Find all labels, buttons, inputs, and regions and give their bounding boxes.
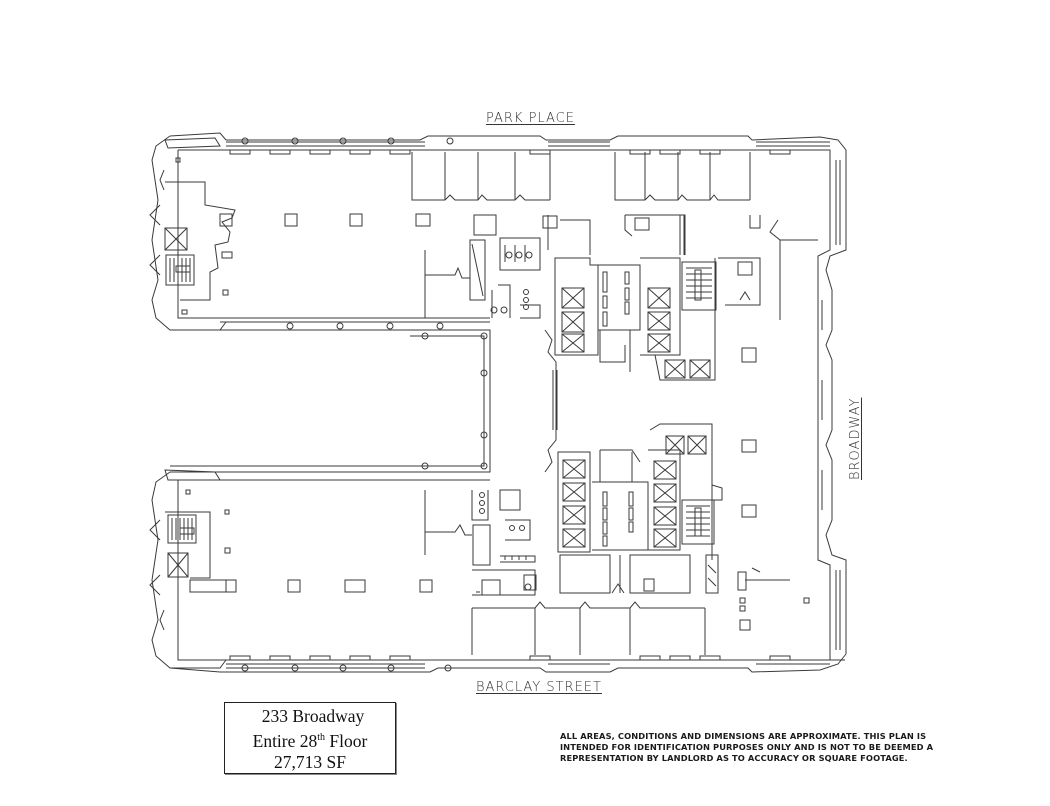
west-facade — [149, 169, 165, 631]
floor-area: 27,713 SF — [274, 752, 346, 772]
north-wing-interior — [164, 152, 818, 320]
north-wing-outline — [151, 132, 847, 331]
street-label-south: BARCLAY STREET — [476, 680, 602, 695]
south-wing-outline — [151, 469, 847, 673]
south-wing-interior — [165, 439, 810, 655]
floor-word: Floor — [325, 731, 368, 751]
street-label-east: BROADWAY — [848, 397, 863, 480]
floor-label: Entire 28th Floor — [225, 727, 395, 752]
building-address: 233 Broadway — [261, 706, 365, 726]
east-facade — [817, 150, 847, 660]
street-label-north: PARK PLACE — [486, 111, 575, 126]
courtyard — [170, 329, 558, 473]
elevator-core-south — [557, 423, 723, 594]
floor-number: Entire 28 — [252, 731, 318, 751]
disclaimer-text: ALL AREAS, CONDITIONS AND DIMENSIONS ARE… — [560, 731, 934, 763]
title-block: 233 Broadway Entire 28th Floor 27,713 SF — [224, 702, 396, 774]
elevator-core-north — [554, 257, 761, 381]
floor-ordinal: th — [317, 732, 326, 743]
